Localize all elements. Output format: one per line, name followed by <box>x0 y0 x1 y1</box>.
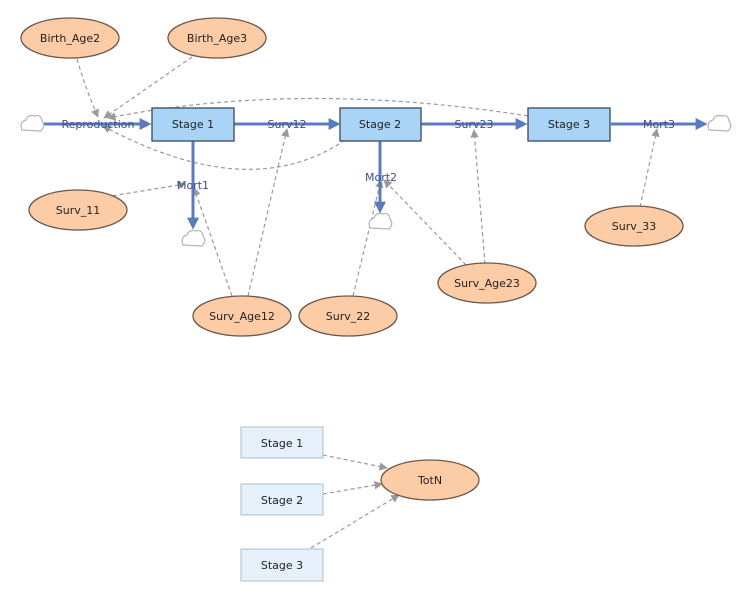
link-stage3-reproduction <box>107 97 529 121</box>
cloud-icon <box>368 212 393 230</box>
flow-mort3-label[interactable]: Mort3 <box>643 118 675 131</box>
ghost-stage2[interactable]: Stage 2 <box>240 483 324 516</box>
ghost-stage3-label: Stage 3 <box>261 559 303 572</box>
cloud-icon <box>20 114 45 132</box>
stock-stage1[interactable]: Stage 1 <box>151 107 235 142</box>
link-surv33-mort3 <box>639 128 660 208</box>
flow-mort2-label[interactable]: Mort2 <box>365 171 397 184</box>
flow-surv23-label[interactable]: Surv23 <box>455 118 494 131</box>
stock-stage1-label: Stage 1 <box>172 118 214 131</box>
var-birth-age2[interactable]: Birth_Age2 <box>20 17 120 59</box>
link-survage12-surv12 <box>247 128 290 297</box>
flow-surv12-label[interactable]: Surv12 <box>268 118 307 131</box>
stock-stage2[interactable]: Stage 2 <box>339 107 422 142</box>
stock-stage3[interactable]: Stage 3 <box>527 107 611 142</box>
flow-pipes <box>44 118 708 230</box>
link-survage23-surv23 <box>470 129 486 265</box>
link-birth-age2-reproduction <box>76 58 99 118</box>
stock-stage3-label: Stage 3 <box>548 118 590 131</box>
link-survage12-mort1 <box>192 187 233 297</box>
var-surv-age23[interactable]: Surv_Age23 <box>437 262 537 304</box>
ghost-stage1[interactable]: Stage 1 <box>240 426 324 459</box>
flow-reproduction-label[interactable]: Reproduction <box>62 118 135 131</box>
link-survage23-mort2 <box>383 179 467 266</box>
info-links <box>76 56 660 549</box>
var-totn[interactable]: TotN <box>380 459 480 501</box>
ghost-stage3[interactable]: Stage 3 <box>240 548 324 582</box>
flow-labels: Reproduction Surv12 Surv23 Mort3 Mort1 M… <box>62 118 676 192</box>
ghost-stage1-label: Stage 1 <box>261 437 303 450</box>
cloud-icon <box>181 229 206 247</box>
var-surv-11[interactable]: Surv_11 <box>28 189 128 231</box>
var-surv-11-label: Surv_11 <box>56 204 100 217</box>
ghost-stage2-label: Stage 2 <box>261 494 303 507</box>
var-totn-label: TotN <box>417 474 442 487</box>
stock-stage2-label: Stage 2 <box>359 118 401 131</box>
link-birth-age3-reproduction <box>103 56 193 119</box>
link-surv22-mort2 <box>352 179 384 297</box>
link-ghost-stage2-totn <box>322 481 383 495</box>
link-ghost-stage3-totn <box>310 494 400 549</box>
var-surv-33[interactable]: Surv_33 <box>584 205 684 247</box>
var-surv-22-label: Surv_22 <box>326 310 370 323</box>
var-birth-age3[interactable]: Birth_Age3 <box>167 17 267 59</box>
clouds <box>20 114 732 247</box>
var-birth-age3-label: Birth_Age3 <box>187 32 247 45</box>
var-surv-33-label: Surv_33 <box>612 220 656 233</box>
var-surv-22[interactable]: Surv_22 <box>298 295 398 337</box>
flow-mort1-label[interactable]: Mort1 <box>177 179 209 192</box>
var-surv-age12-label: Surv_Age12 <box>209 310 275 323</box>
link-ghost-stage1-totn <box>322 454 388 471</box>
var-surv-age12[interactable]: Surv_Age12 <box>192 295 292 337</box>
var-surv-age23-label: Surv_Age23 <box>454 277 520 290</box>
var-birth-age2-label: Birth_Age2 <box>40 32 100 45</box>
link-stage2-reproduction <box>102 125 346 170</box>
cloud-icon <box>707 114 732 132</box>
